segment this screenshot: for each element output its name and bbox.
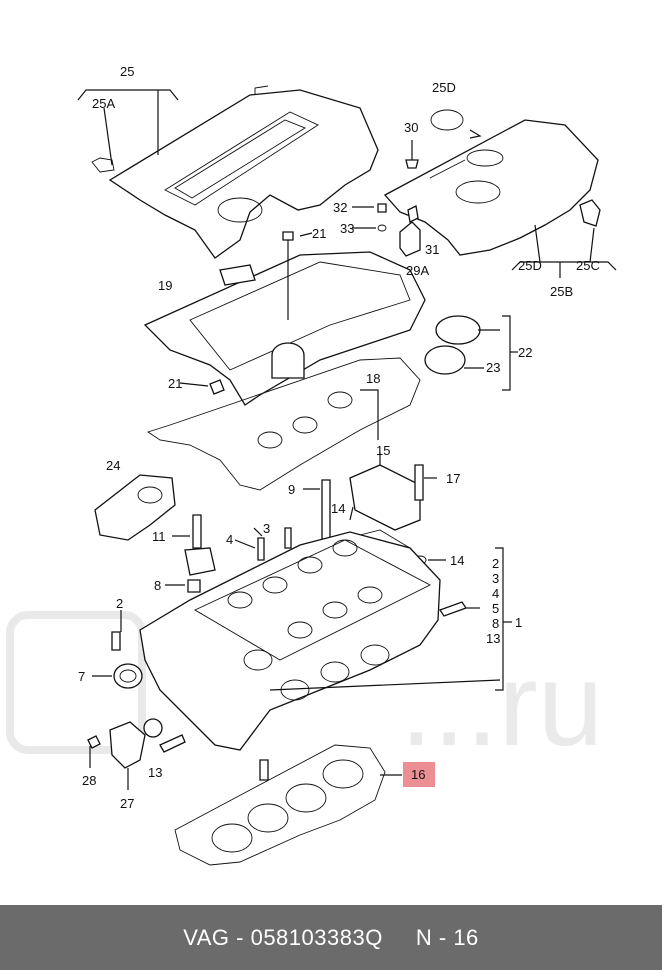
label-18: 18 xyxy=(366,371,380,386)
label-24: 24 xyxy=(106,458,120,473)
label-31: 31 xyxy=(425,242,439,257)
list-5: 5 xyxy=(492,601,499,616)
oil-filler-cap xyxy=(435,315,481,345)
label-19: 19 xyxy=(158,278,172,293)
seal-ring-25d xyxy=(430,109,464,131)
label-33: 33 xyxy=(340,221,354,236)
engine-cover-right xyxy=(383,119,599,256)
exploded-parts-diagram: ...ru xyxy=(6,64,617,866)
label-25c: 25C xyxy=(576,258,600,273)
chain-tensioner xyxy=(349,464,421,531)
label-25a: 25A xyxy=(92,96,115,111)
label-1: 1 xyxy=(515,615,522,630)
label-21b: 21 xyxy=(168,376,182,391)
gasket-small xyxy=(219,264,256,286)
label-3: 3 xyxy=(263,521,270,536)
page-ref: N - 16 xyxy=(415,924,479,950)
cap-seal xyxy=(424,345,466,375)
head-gasket xyxy=(174,744,386,866)
label-22: 22 xyxy=(518,345,532,360)
bearing-cap xyxy=(94,474,176,541)
label-7: 7 xyxy=(78,669,85,684)
label-28: 28 xyxy=(82,773,96,788)
label-17: 17 xyxy=(446,471,460,486)
label-16: 16 xyxy=(411,767,425,782)
valve-cover xyxy=(143,251,426,406)
footer-bar: VAG - 058103383Q N - 16 xyxy=(0,905,662,970)
label-25: 25 xyxy=(120,64,134,79)
label-29a: 29A xyxy=(406,263,429,278)
label-13: 13 xyxy=(148,765,162,780)
label-8: 8 xyxy=(154,578,161,593)
label-9: 9 xyxy=(288,482,295,497)
label-15: 15 xyxy=(376,443,390,458)
oil-seal xyxy=(113,663,143,689)
watermark-text: ...ru xyxy=(400,639,603,771)
label-32: 32 xyxy=(333,200,347,215)
clip-25a xyxy=(91,157,115,173)
label-27: 27 xyxy=(120,796,134,811)
list-2: 2 xyxy=(492,556,499,571)
label-25d-top: 25D xyxy=(432,80,456,95)
list-8: 8 xyxy=(492,616,499,631)
part-number: VAG - 058103383Q xyxy=(183,924,383,950)
label-30: 30 xyxy=(404,120,418,135)
label-4: 4 xyxy=(226,532,233,547)
watermark: ...ru xyxy=(6,611,603,771)
label-11: 11 xyxy=(152,529,166,544)
label-14a: 14 xyxy=(331,501,345,516)
label-23: 23 xyxy=(486,360,500,375)
label-21a: 21 xyxy=(312,226,326,241)
highlight-16 xyxy=(403,762,435,787)
label-14b: 14 xyxy=(450,553,464,568)
label-25b: 25B xyxy=(550,284,573,299)
clip-25c xyxy=(579,199,601,227)
camshaft-sensor xyxy=(109,721,146,769)
engine-cover-left xyxy=(108,85,379,259)
list-13: 13 xyxy=(486,631,500,646)
cylinder-head xyxy=(139,531,441,751)
list-3: 3 xyxy=(492,571,499,586)
label-2: 2 xyxy=(116,596,123,611)
label-25d: 25D xyxy=(518,258,542,273)
list-4: 4 xyxy=(492,586,499,601)
spacer xyxy=(383,925,416,951)
valve-cover-gasket xyxy=(146,357,421,491)
